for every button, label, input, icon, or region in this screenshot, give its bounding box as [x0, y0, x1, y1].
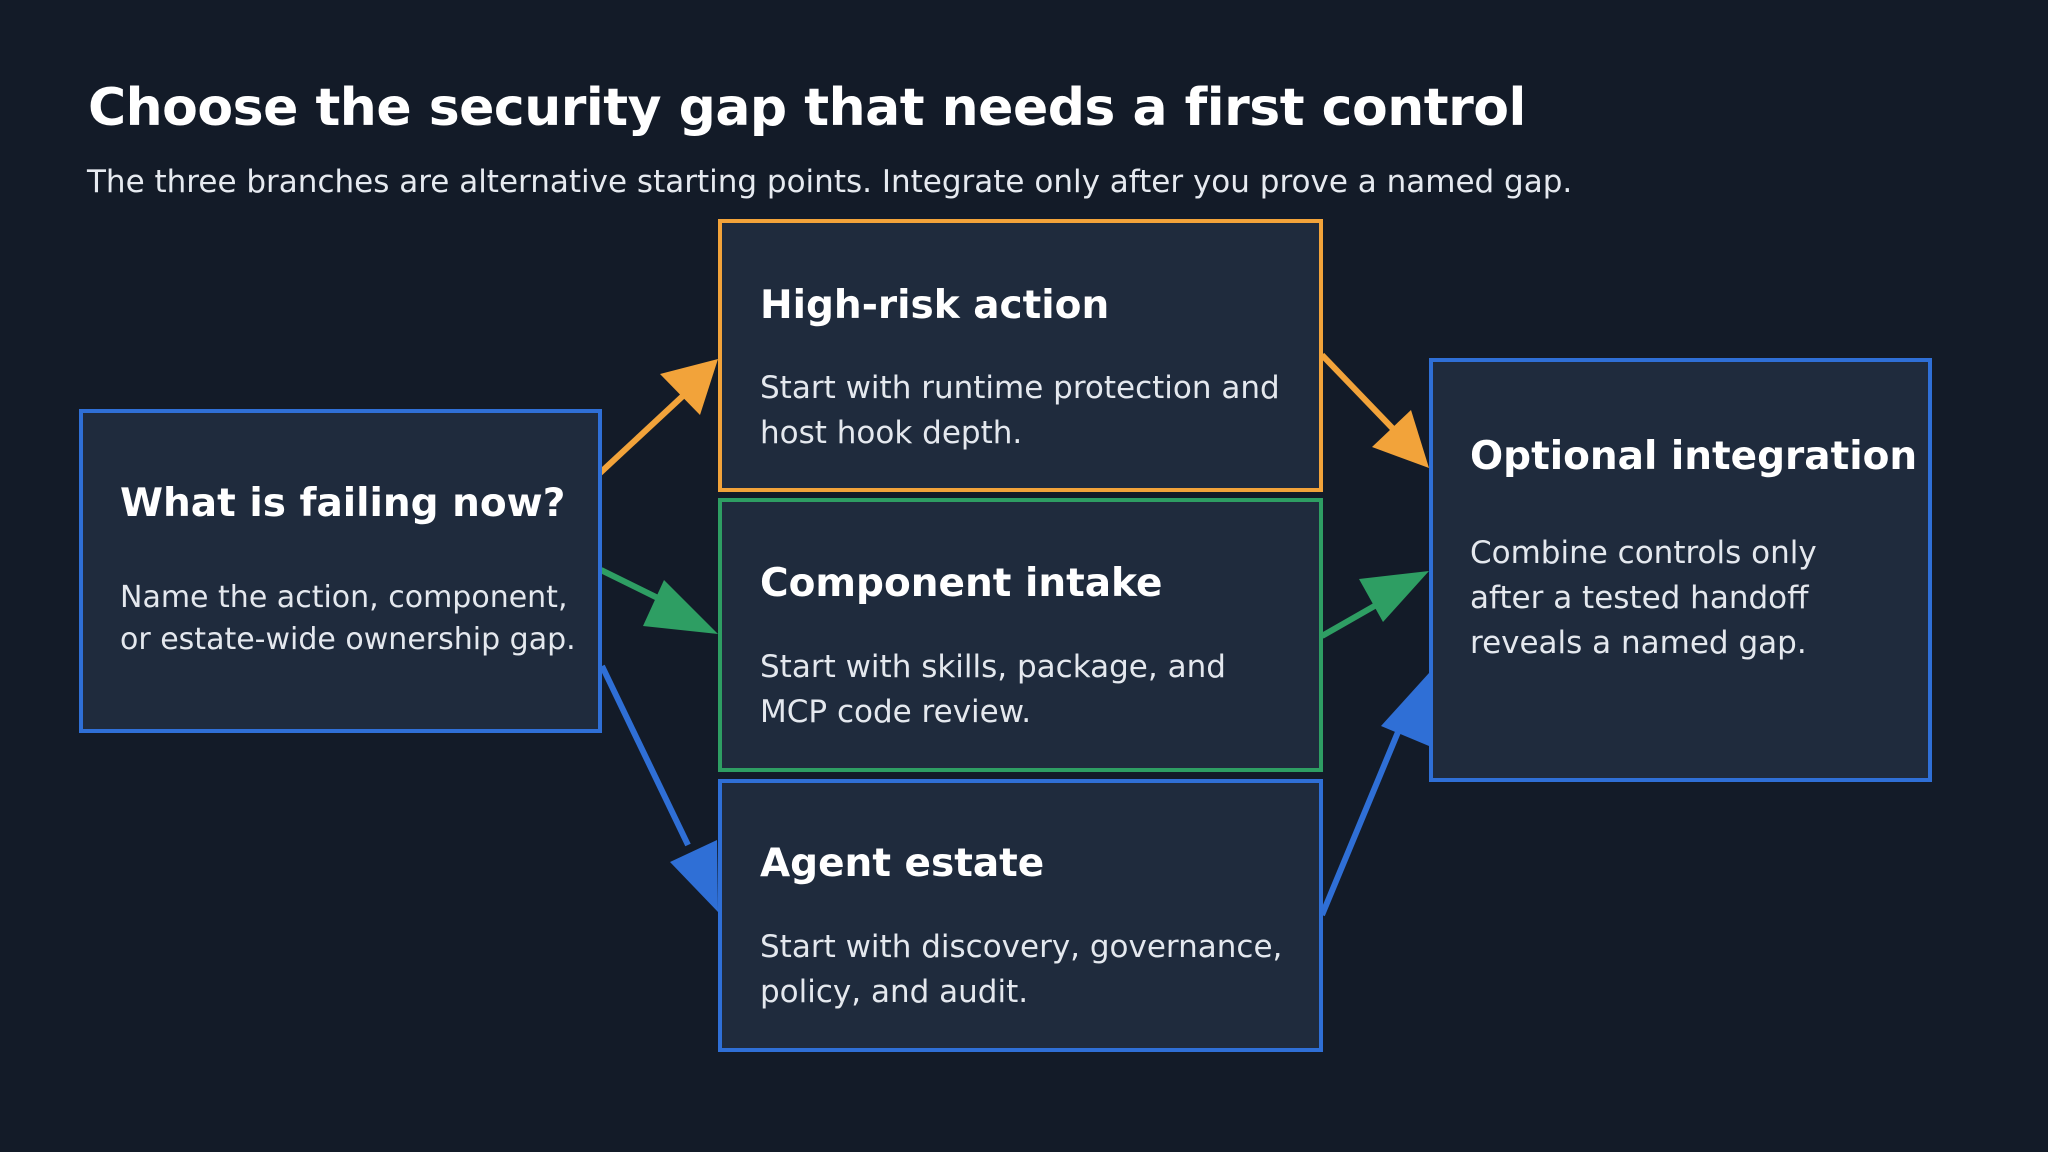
- node-description-line: host hook depth.: [760, 415, 1023, 451]
- node-description-line: Start with discovery, governance,: [760, 929, 1283, 965]
- node-title: What is failing now?: [120, 481, 566, 526]
- node-title: Agent estate: [760, 841, 1045, 886]
- node-description-line: after a tested handoff: [1470, 580, 1809, 616]
- node-description: Start with discovery, governance, policy…: [760, 925, 1282, 1015]
- node-description: Name the action, component, or estate-wi…: [120, 577, 576, 661]
- arrowhead-estate-to-optional: [1381, 673, 1429, 746]
- node-description-line: reveals a named gap.: [1470, 625, 1807, 661]
- arrow-start-to-high-risk: [597, 391, 688, 476]
- diagram-subtitle: The three branches are alternative start…: [87, 164, 1573, 200]
- node-description: Start with runtime protection and host h…: [760, 366, 1280, 456]
- node-description-line: Combine controls only: [1470, 535, 1817, 571]
- arrow-high-risk-to-optional: [1319, 352, 1401, 437]
- node-description-line: MCP code review.: [760, 694, 1032, 730]
- node-description: Combine controls only after a tested han…: [1470, 531, 1817, 666]
- arrow-start-to-estate: [599, 664, 691, 847]
- node-agent-estate: Agent estate Start with discovery, gover…: [718, 779, 1323, 1052]
- node-title: Component intake: [760, 561, 1163, 606]
- node-description: Start with skills, package, and MCP code…: [760, 645, 1226, 735]
- arrowhead-start-to-high-risk: [660, 359, 718, 415]
- node-description-line: or estate-wide ownership gap.: [120, 622, 576, 657]
- node-description-line: Start with skills, package, and: [760, 649, 1226, 685]
- arrowhead-high-risk-to-optional: [1372, 410, 1429, 468]
- node-description-line: policy, and audit.: [760, 974, 1029, 1010]
- node-optional-integration: Optional integration Combine controls on…: [1429, 358, 1932, 782]
- arrowhead-component-to-optional: [1359, 571, 1429, 622]
- node-high-risk-action: High-risk action Start with runtime prot…: [718, 219, 1323, 492]
- diagram-title: Choose the security gap that needs a fir…: [88, 78, 1526, 138]
- node-what-is-failing: What is failing now? Name the action, co…: [79, 409, 602, 733]
- node-description-line: Name the action, component,: [120, 580, 568, 615]
- arrowhead-start-to-estate: [670, 840, 718, 912]
- node-description-line: Start with runtime protection and: [760, 370, 1280, 406]
- arrow-estate-to-optional: [1319, 718, 1406, 917]
- arrowhead-start-to-component: [643, 580, 718, 634]
- node-title: High-risk action: [760, 283, 1110, 328]
- node-component-intake: Component intake Start with skills, pack…: [718, 498, 1323, 772]
- node-title: Optional integration: [1470, 434, 1918, 479]
